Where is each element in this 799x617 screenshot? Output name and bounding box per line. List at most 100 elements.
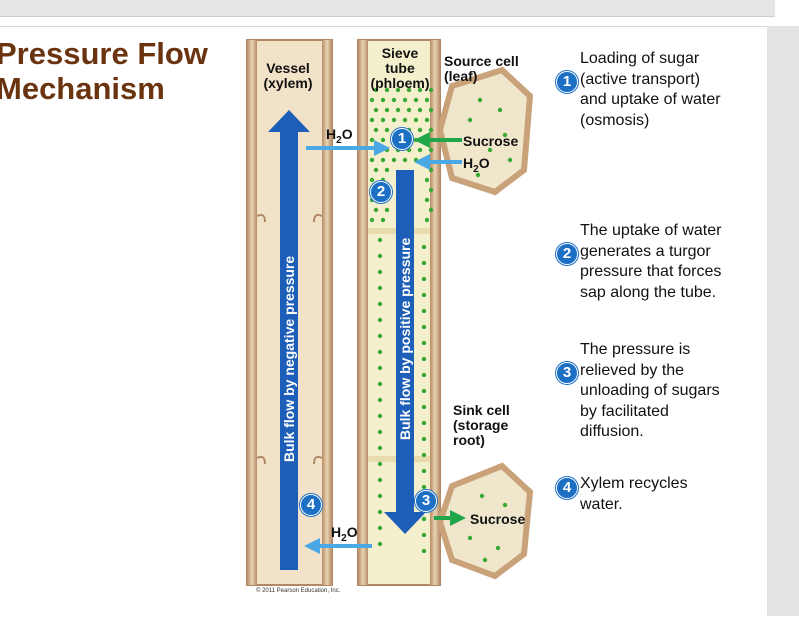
- sugar-dot: [417, 127, 423, 133]
- sugar-dot: [402, 97, 408, 103]
- sugar-dot: [377, 397, 383, 403]
- sink-cell: [436, 462, 534, 580]
- step-4-text: Xylem recycles water.: [580, 475, 688, 513]
- sugar-dot: [377, 301, 383, 307]
- sugar-dot: [417, 107, 423, 113]
- sugar-dot: [421, 548, 427, 554]
- sugar-dot: [502, 502, 508, 508]
- sugar-dot: [421, 452, 427, 458]
- bulk-flow-positive-label: Bulk flow by positive pressure: [397, 237, 413, 440]
- sugar-dot: [402, 157, 408, 163]
- water-arrow-phloem-to-xylem: [304, 538, 320, 554]
- sugar-dot: [421, 388, 427, 394]
- sugar-dot: [495, 545, 501, 551]
- sugar-dot: [377, 477, 383, 483]
- sugar-dot: [377, 237, 383, 243]
- sugar-dot: [373, 87, 379, 93]
- sugar-dot: [406, 107, 412, 113]
- diagram-marker-4: 4: [300, 494, 322, 516]
- sugar-dot: [421, 244, 427, 250]
- sugar-dot: [428, 187, 434, 193]
- sucrose-arrow-out: [450, 510, 466, 526]
- h2o-label-bottom: H2O: [331, 524, 358, 544]
- sugar-dot: [369, 157, 375, 163]
- sugar-dot: [406, 87, 412, 93]
- sugar-dot: [377, 269, 383, 275]
- sugar-dot: [467, 117, 473, 123]
- step-2-marker: 2: [556, 243, 578, 265]
- sugar-dot: [373, 167, 379, 173]
- sugar-dot: [377, 365, 383, 371]
- diagram-marker-2: 2: [370, 181, 392, 203]
- sugar-dot: [377, 541, 383, 547]
- sucrose-label-top: Sucrose: [463, 133, 519, 149]
- sugar-dot: [373, 207, 379, 213]
- sugar-dot: [369, 97, 375, 103]
- sugar-dot: [421, 468, 427, 474]
- sugar-dot: [377, 413, 383, 419]
- sugar-dot: [384, 87, 390, 93]
- phloem-label: Sieve tube (phloem): [370, 45, 430, 91]
- sugar-dot: [421, 308, 427, 314]
- sugar-dot: [417, 147, 423, 153]
- h2o-label-source: H2O: [463, 155, 490, 175]
- sugar-dot: [377, 333, 383, 339]
- sugar-dot: [377, 525, 383, 531]
- sugar-dot: [391, 117, 397, 123]
- sugar-dot: [369, 137, 375, 143]
- sugar-dot: [428, 127, 434, 133]
- sucrose-label-bottom: Sucrose: [470, 511, 526, 527]
- slide-title: Pressure Flow Mechanism: [0, 36, 208, 106]
- sugar-dot: [369, 117, 375, 123]
- sugar-dot: [487, 147, 493, 153]
- sugar-dot: [380, 157, 386, 163]
- sugar-dot: [421, 420, 427, 426]
- sugar-dot: [384, 107, 390, 113]
- sugar-dot: [479, 493, 485, 499]
- sugar-dot: [421, 436, 427, 442]
- sugar-dot: [380, 97, 386, 103]
- sugar-dot: [384, 167, 390, 173]
- sugar-dot: [380, 137, 386, 143]
- sugar-dot: [421, 324, 427, 330]
- sugar-dot: [377, 381, 383, 387]
- water-arrow-source-to-phloem: [414, 154, 430, 170]
- sugar-dot: [406, 147, 412, 153]
- h2o-label-xylem: H2O: [326, 126, 353, 146]
- sugar-dot: [380, 217, 386, 223]
- sugar-dot: [421, 340, 427, 346]
- copyright-credit: © 2011 Pearson Education, Inc.: [256, 588, 341, 594]
- right-scrollbar-strip[interactable]: [767, 26, 799, 616]
- sugar-dot: [384, 207, 390, 213]
- sugar-dot: [373, 127, 379, 133]
- sugar-dot: [421, 484, 427, 490]
- step-3-text: The pressure is relieved by the unloadin…: [580, 341, 720, 440]
- sugar-dot: [402, 117, 408, 123]
- sugar-dot: [428, 147, 434, 153]
- sugar-dot: [428, 207, 434, 213]
- sugar-dot: [475, 172, 481, 178]
- sugar-dot: [395, 107, 401, 113]
- step-2-text: The uptake of water generates a turgor p…: [580, 222, 722, 301]
- sugar-dot: [369, 177, 375, 183]
- sugar-dot: [377, 285, 383, 291]
- sugar-dot: [477, 97, 483, 103]
- top-scrollbar-strip: [0, 0, 775, 17]
- sugar-dot: [421, 356, 427, 362]
- xylem-up-arrow: [280, 130, 298, 570]
- sugar-dot: [377, 509, 383, 515]
- step-4-marker: 4: [556, 477, 578, 499]
- sugar-dot: [395, 87, 401, 93]
- sugar-dot: [377, 253, 383, 259]
- sugar-dot: [497, 107, 503, 113]
- sink-cell-label: Sink cell (storage root): [453, 402, 510, 448]
- water-arrow-xylem-to-phloem: [374, 140, 390, 156]
- sugar-dot: [377, 445, 383, 451]
- sugar-dot: [377, 317, 383, 323]
- sugar-dot: [380, 117, 386, 123]
- sugar-dot: [428, 87, 434, 93]
- sugar-dot: [424, 217, 430, 223]
- sugar-dot: [377, 461, 383, 467]
- step-1-marker: 1: [556, 71, 578, 93]
